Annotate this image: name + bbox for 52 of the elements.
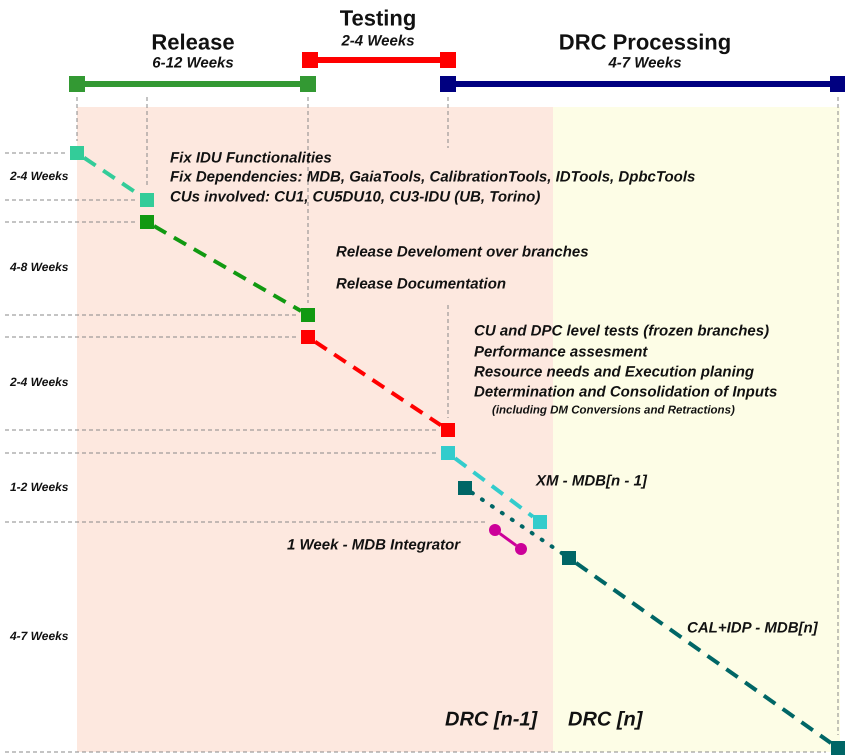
cycle-label: DRC [n]	[568, 708, 642, 732]
task-note: 1 Week - MDB Integrator	[287, 536, 460, 554]
milestone-marker	[301, 330, 315, 344]
task-note: CAL+IDP - MDB[n]	[687, 619, 818, 637]
timeline-connector	[456, 81, 830, 87]
milestone-marker	[441, 423, 455, 437]
milestone-marker	[69, 76, 85, 92]
phase-duration: 6-12 Weeks	[152, 54, 234, 72]
milestone-marker	[440, 52, 456, 68]
duration-label: 4-7 Weeks	[10, 630, 68, 644]
task-note: CUs involved: CU1, CU5DU10, CU3-IDU (UB, Torino)	[170, 188, 540, 206]
timeline-connector	[318, 57, 440, 63]
timeline-connector	[470, 490, 564, 556]
task-note: Fix IDU Functionalities	[170, 149, 332, 167]
task-note: Determination and Consolidation of Inputs	[474, 383, 778, 401]
timeline-connector	[85, 81, 300, 87]
timeline-connector	[574, 561, 832, 745]
milestone-marker	[140, 193, 154, 207]
duration-label: 4-8 Weeks	[10, 261, 68, 275]
milestone-marker	[533, 515, 547, 529]
milestone-marker	[302, 52, 318, 68]
task-note: XM - MDB[n - 1]	[536, 472, 647, 490]
milestone-marker	[70, 146, 84, 160]
phase-title: DRC Processing	[558, 29, 732, 55]
phase-duration: 2-4 Weeks	[341, 32, 415, 50]
task-note: Performance assesment	[474, 343, 648, 361]
milestone-marker	[562, 551, 576, 565]
milestone-marker	[301, 308, 315, 322]
milestone-marker	[140, 215, 154, 229]
timeline-connector	[454, 456, 534, 518]
timeline-connector	[153, 224, 302, 313]
phase-duration: 4-7 Weeks	[608, 54, 682, 72]
task-note: Resource needs and Execution planing	[474, 363, 754, 381]
task-note: CU and DPC level tests (frozen branches)	[474, 322, 770, 340]
milestone-marker	[830, 76, 845, 92]
duration-label: 2-4 Weeks	[10, 170, 68, 184]
phase-title: Release	[151, 29, 235, 55]
duration-label: 1-2 Weeks	[10, 481, 68, 495]
milestone-marker	[458, 481, 472, 495]
task-note: Fix Dependencies: MDB, GaiaTools, CalibrationTools, IDTools, DpbcTools	[170, 168, 696, 186]
task-note: Release Documentation	[336, 275, 506, 293]
duration-label: 2-4 Weeks	[10, 376, 68, 390]
milestone-marker	[831, 741, 845, 755]
phase-title: Testing	[340, 5, 416, 31]
task-note: (including DM Conversions and Retractions)	[492, 404, 735, 418]
milestone-marker	[300, 76, 316, 92]
timeline-connector	[498, 532, 518, 547]
milestone-marker	[440, 76, 456, 92]
task-note: Release Develoment over branches	[336, 243, 589, 261]
cycle-label: DRC [n-1]	[445, 708, 538, 732]
timeline-connector	[314, 340, 442, 428]
milestone-marker	[441, 446, 455, 460]
